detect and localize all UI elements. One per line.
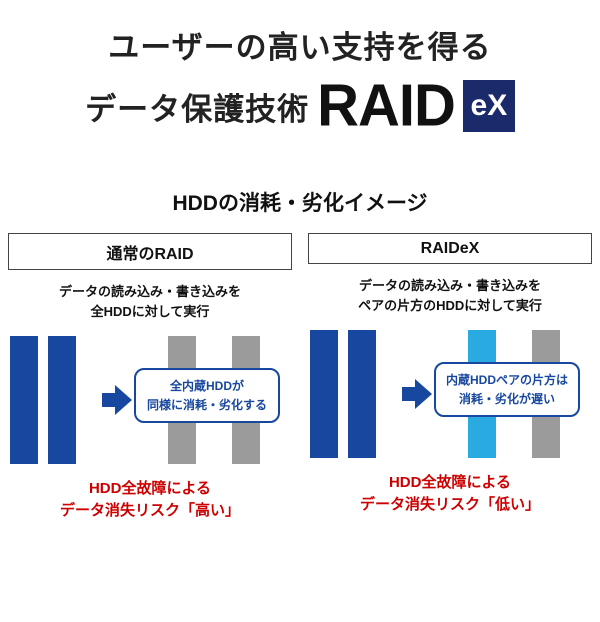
risk-line: HDD全故障による bbox=[88, 480, 212, 498]
arrow-head bbox=[415, 379, 432, 410]
risk-line: データ消失リスク「高い」 bbox=[59, 502, 240, 520]
wear-callout: 内蔵HDDペアの片方は 消耗・劣化が遅い bbox=[434, 362, 580, 418]
panel-header-label: 通常のRAID bbox=[106, 246, 194, 263]
callout-line: 内蔵HDDペアの片方は bbox=[446, 373, 568, 388]
panel-raidex-header: RAIDeX bbox=[308, 233, 592, 264]
panel-raidex: RAIDeX データの読み込み・書き込みを ペアの片方のHDDに対して実行 内蔵… bbox=[308, 233, 592, 522]
hdd-wear-graphic: 全内蔵HDDが 同様に消耗・劣化する bbox=[8, 334, 292, 466]
page: ユーザーの高い支持を得る データ保護技術 RAID eX HDDの消耗・劣化イメ… bbox=[0, 22, 600, 622]
panel-raidex-description: データの読み込み・書き込みを ペアの片方のHDDに対して実行 bbox=[308, 276, 592, 316]
description-line: 全HDDに対して実行 bbox=[90, 304, 210, 320]
arrow-head bbox=[115, 385, 132, 416]
hdd-bar bbox=[310, 330, 338, 459]
raid-ex-badge: eX bbox=[462, 80, 515, 132]
callout-line: 同様に消耗・劣化する bbox=[146, 397, 267, 412]
description-line: ペアの片方のHDDに対して実行 bbox=[358, 298, 542, 314]
risk-line: HDD全故障による bbox=[388, 474, 512, 492]
section-title: HDDの消耗・劣化イメージ bbox=[172, 192, 428, 215]
description-line: データの読み込み・書き込みを bbox=[58, 284, 241, 299]
arrow-tail bbox=[102, 393, 115, 408]
comparison-panels: 通常のRAID データの読み込み・書き込みを 全HDDに対して実行 全内蔵HDD… bbox=[0, 233, 600, 522]
panel-normal-raid: 通常のRAID データの読み込み・書き込みを 全HDDに対して実行 全内蔵HDD… bbox=[8, 233, 292, 522]
hdd-bar bbox=[348, 330, 376, 459]
panel-normal-raid-header: 通常のRAID bbox=[8, 233, 292, 270]
risk-text: HDD全故障による データ消失リスク「低い」 bbox=[308, 472, 592, 516]
right-arrow-icon bbox=[402, 379, 432, 410]
hdd-bar bbox=[10, 336, 38, 465]
hdd-wear-graphic: 内蔵HDDペアの片方は 消耗・劣化が遅い bbox=[308, 328, 592, 460]
wear-callout: 全内蔵HDDが 同様に消耗・劣化する bbox=[134, 368, 280, 424]
logo-prefix-text: データ保護技術 bbox=[85, 91, 310, 127]
risk-text: HDD全故障による データ消失リスク「高い」 bbox=[8, 478, 292, 522]
right-arrow-icon bbox=[102, 385, 132, 416]
hdd-bar bbox=[48, 336, 76, 465]
main-title: ユーザーの高い支持を得る bbox=[108, 30, 492, 65]
raid-logo-text: RAID bbox=[317, 72, 456, 139]
callout-line: 消耗・劣化が遅い bbox=[458, 391, 555, 406]
callout-line: 全内蔵HDDが bbox=[170, 379, 244, 394]
logo-line: データ保護技術 RAID eX bbox=[0, 72, 600, 139]
description-line: データの読み込み・書き込みを bbox=[358, 278, 541, 293]
panel-header-label: RAIDeX bbox=[420, 240, 480, 257]
risk-line: データ消失リスク「低い」 bbox=[359, 496, 540, 514]
arrow-tail bbox=[402, 387, 415, 402]
panel-normal-raid-description: データの読み込み・書き込みを 全HDDに対して実行 bbox=[8, 282, 292, 322]
